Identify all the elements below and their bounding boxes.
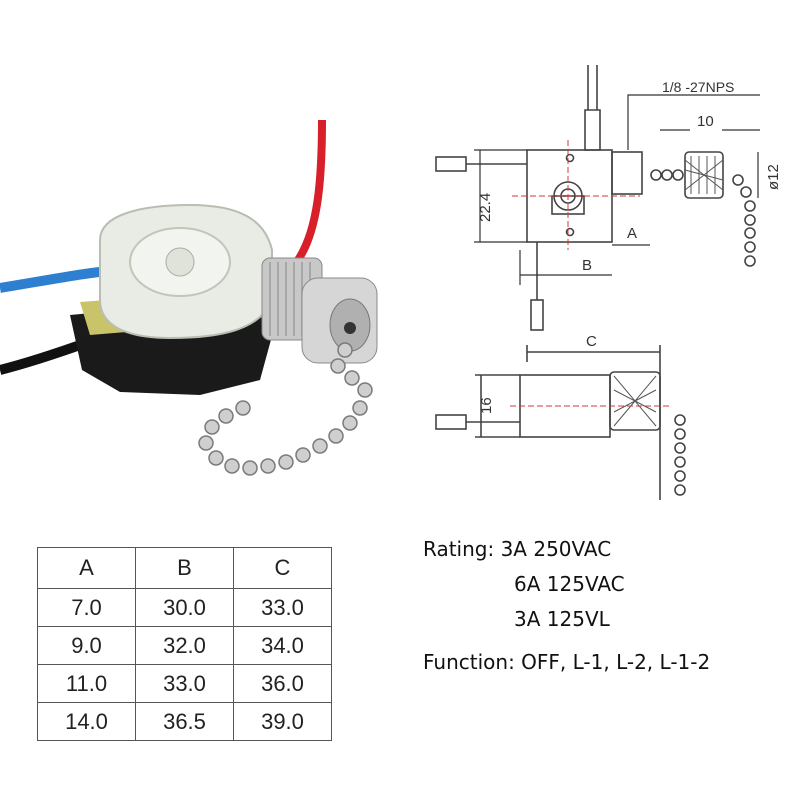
rating-line-1: Rating: 3A 250VAC (423, 537, 612, 561)
header-b: B (135, 547, 234, 589)
header-a: A (37, 547, 136, 589)
dim-a-label: A (627, 225, 637, 242)
dim-22-4-label: 22.4 (477, 193, 494, 222)
rating-line-2: 6A 125VAC (514, 572, 625, 596)
cell-b: 32.0 (135, 626, 234, 665)
dim-16-label: 16 (478, 397, 495, 414)
table-row: 14.0 36.5 39.0 (37, 702, 332, 741)
product-photo (0, 119, 378, 476)
function-line: Function: OFF, L-1, L-2, L-1-2 (423, 650, 711, 674)
cell-b: 36.5 (135, 702, 234, 741)
cell-a: 11.0 (37, 664, 136, 703)
thread-label: 1/8 -27NPS (662, 79, 734, 95)
table-row: 11.0 33.0 36.0 (37, 664, 332, 703)
dim-b-label: B (582, 257, 592, 274)
cell-a: 14.0 (37, 702, 136, 741)
dim-c-label: C (586, 333, 597, 350)
technical-drawing: 1/8 -27NPS 10 ø12 22.4 A B C 16 (435, 65, 782, 500)
cell-c: 39.0 (233, 702, 332, 741)
cell-b: 30.0 (135, 588, 234, 627)
cell-c: 36.0 (233, 664, 332, 703)
cell-c: 34.0 (233, 626, 332, 665)
header-c: C (233, 547, 332, 589)
red-wire (294, 119, 326, 263)
dim-10-label: 10 (697, 113, 714, 130)
bead-chain (198, 342, 373, 476)
dimension-table: A B C 7.0 30.0 33.0 9.0 32.0 34.0 11.0 3… (37, 547, 332, 741)
cell-c: 33.0 (233, 588, 332, 627)
cell-a: 7.0 (37, 588, 136, 627)
table-row: 7.0 30.0 33.0 (37, 588, 332, 627)
table-row: 9.0 32.0 34.0 (37, 626, 332, 665)
dim-dia12-label: ø12 (765, 164, 782, 190)
cell-b: 33.0 (135, 664, 234, 703)
table-header-row: A B C (37, 547, 332, 589)
rating-line-3: 3A 125VL (514, 607, 610, 631)
cell-a: 9.0 (37, 626, 136, 665)
